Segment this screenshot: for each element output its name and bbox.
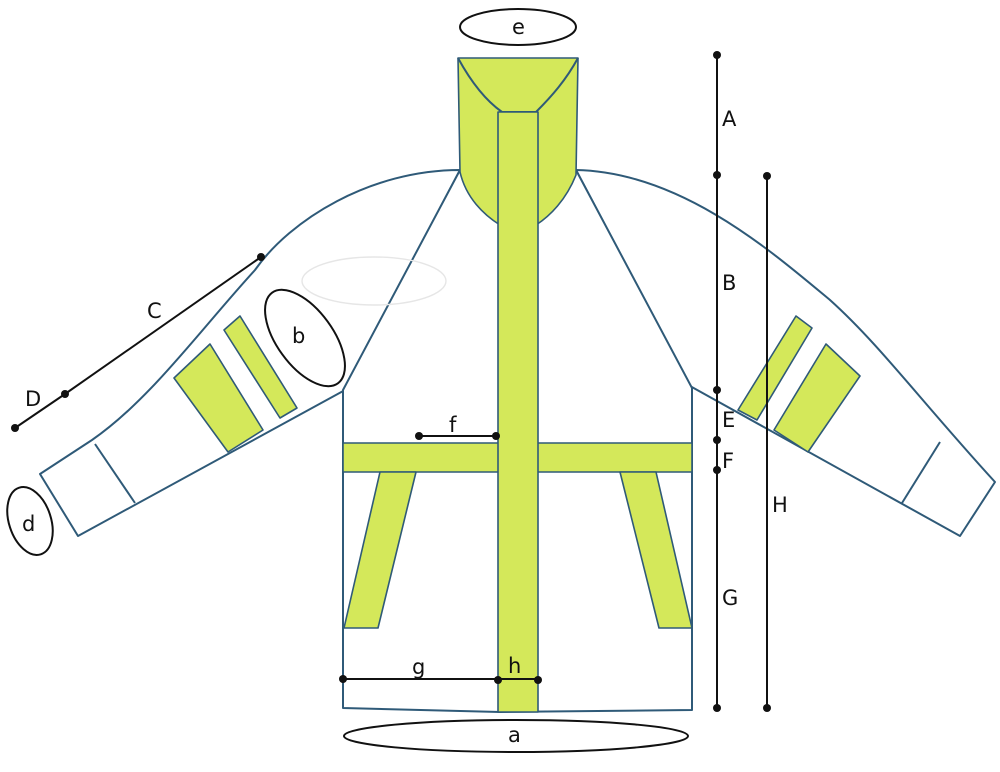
ring-e-collar bbox=[459, 8, 577, 46]
label-H: H bbox=[772, 493, 788, 517]
label-d: d bbox=[22, 512, 35, 536]
left-cuff-seam bbox=[94, 443, 136, 504]
dot-F-G bbox=[713, 466, 721, 474]
label-f: f bbox=[449, 413, 457, 437]
dot-f-left bbox=[415, 432, 423, 440]
label-a: a bbox=[508, 723, 521, 747]
right-cuff-seam bbox=[901, 441, 941, 504]
label-h: h bbox=[508, 654, 521, 678]
right-sleeve-band-outer bbox=[773, 343, 861, 453]
label-D: D bbox=[25, 387, 41, 411]
dot-H-bottom bbox=[763, 704, 771, 712]
dimension-labels: A B E F G H C D f g h e a d b bbox=[22, 15, 788, 747]
right-pocket-strip bbox=[619, 471, 693, 629]
dot-f-right bbox=[492, 432, 500, 440]
jacket-garment bbox=[39, 57, 996, 713]
zipper-placket bbox=[497, 111, 539, 713]
dot-C-D bbox=[61, 390, 69, 398]
dot-H-top bbox=[763, 172, 771, 180]
left-sleeve-band-inner bbox=[223, 315, 298, 419]
dot-g-h bbox=[494, 676, 502, 684]
measure-line-D bbox=[14, 393, 66, 429]
ring-a-hem bbox=[343, 719, 689, 753]
label-E: E bbox=[722, 408, 735, 432]
dot-h-right bbox=[534, 676, 542, 684]
dot-D-end bbox=[11, 424, 19, 432]
chest-marking bbox=[301, 256, 447, 306]
dot-G-bottom bbox=[713, 704, 721, 712]
dot-A-B bbox=[713, 171, 721, 179]
dot-A-top bbox=[713, 51, 721, 59]
right-sleeve-band-inner bbox=[737, 315, 813, 421]
left-pocket-strip bbox=[343, 471, 417, 629]
label-e: e bbox=[512, 15, 525, 39]
label-C: C bbox=[147, 299, 162, 323]
left-sleeve-band-outer bbox=[173, 343, 264, 453]
dot-C-top bbox=[257, 253, 265, 261]
ring-b-armhole bbox=[264, 288, 346, 388]
dimension-lines bbox=[6, 8, 771, 753]
label-G: G bbox=[722, 586, 738, 610]
measure-line-C bbox=[64, 256, 262, 395]
label-g: g bbox=[412, 655, 425, 679]
dot-B-E bbox=[713, 386, 721, 394]
label-A: A bbox=[722, 107, 737, 131]
ring-d-cuff bbox=[6, 486, 54, 556]
label-B: B bbox=[722, 271, 736, 295]
dot-E-F bbox=[713, 436, 721, 444]
label-b: b bbox=[292, 324, 305, 348]
label-F: F bbox=[722, 449, 734, 473]
dot-g-left bbox=[339, 675, 347, 683]
